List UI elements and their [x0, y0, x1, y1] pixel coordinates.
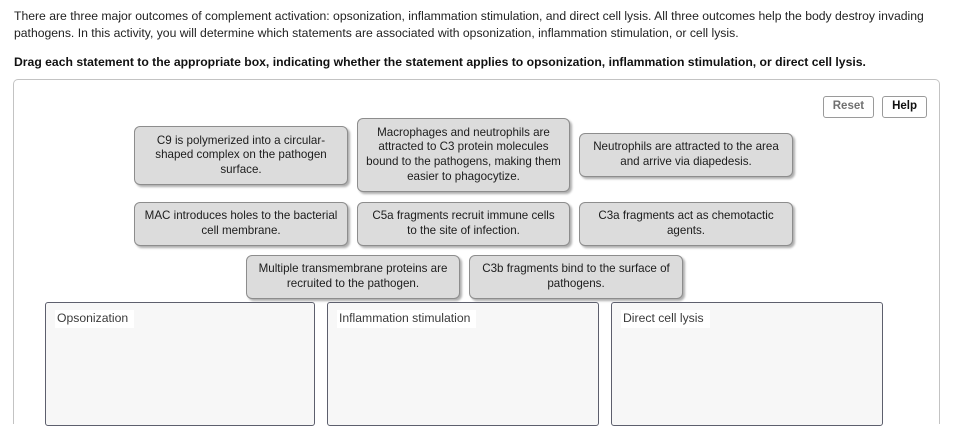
dropzone-opsonization[interactable]: Opsonization — [45, 302, 315, 426]
statement-tile[interactable]: C9 is polymerized into a circular-shaped… — [134, 126, 348, 185]
dropzone-label: Opsonization — [55, 310, 135, 328]
activity-panel: Reset Help C9 is polymerized into a circ… — [13, 79, 940, 426]
help-button[interactable]: Help — [882, 96, 927, 118]
statement-tile[interactable]: Neutrophils are attracted to the area an… — [579, 133, 793, 177]
reset-button[interactable]: Reset — [822, 96, 875, 118]
statement-tile[interactable]: Multiple transmembrane proteins are recr… — [246, 255, 460, 299]
dropzone-inflammation-stimulation[interactable]: Inflammation stimulation — [327, 302, 599, 426]
activity-instruction: Drag each statement to the appropriate b… — [14, 55, 866, 69]
dropzone-label: Inflammation stimulation — [337, 310, 477, 328]
statement-tile[interactable]: C3a fragments act as chemotactic agents. — [579, 202, 793, 246]
intro-paragraph: There are three major outcomes of comple… — [14, 9, 924, 40]
dropzone-direct-cell-lysis[interactable]: Direct cell lysis — [611, 302, 883, 426]
statement-tile[interactable]: C3b fragments bind to the surface of pat… — [469, 255, 683, 299]
statement-tile[interactable]: MAC introduces holes to the bacterial ce… — [134, 202, 348, 246]
statement-tile[interactable]: Macrophages and neutrophils are attracte… — [357, 118, 570, 192]
dropzone-label: Direct cell lysis — [621, 310, 710, 328]
toolbar: Reset Help — [822, 96, 927, 118]
statement-tile[interactable]: C5a fragments recruit immune cells to th… — [357, 202, 570, 246]
